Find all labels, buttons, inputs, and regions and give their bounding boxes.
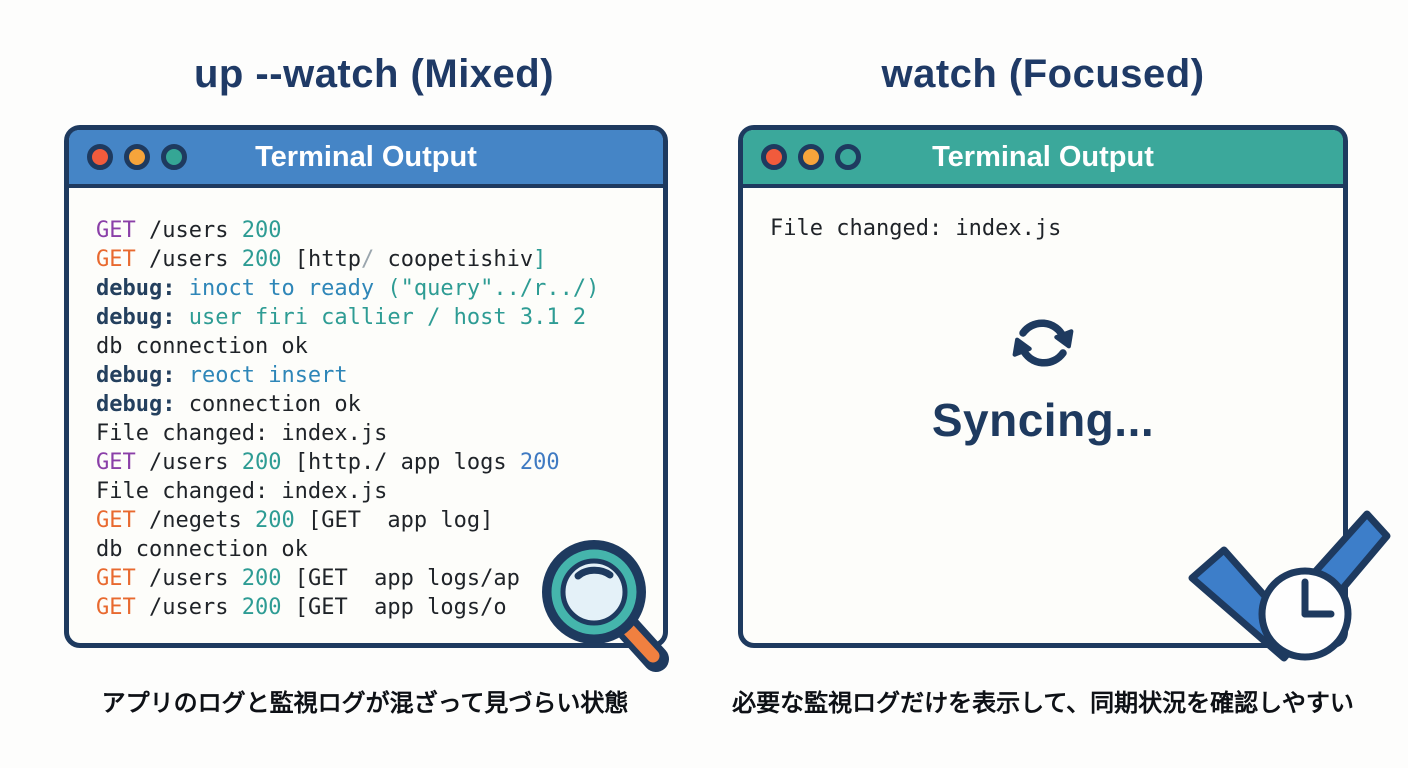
left-window-title: Terminal Output bbox=[255, 140, 477, 173]
log-line: GET /users 200 [GET app logs/ap bbox=[96, 566, 520, 591]
sync-arrows-icon bbox=[999, 303, 1087, 387]
log-line: File changed: index.js bbox=[96, 479, 388, 504]
file-changed-line: File changed: index.js bbox=[770, 216, 1062, 241]
red-dot-icon bbox=[87, 144, 113, 170]
right-window-title: Terminal Output bbox=[932, 140, 1154, 173]
syncing-status-label: Syncing... bbox=[931, 394, 1155, 446]
right-terminal-log-output: File changed: index.js Syncing... bbox=[743, 188, 1343, 447]
traffic-light-dots bbox=[761, 144, 861, 170]
red-dot-icon bbox=[761, 144, 787, 170]
log-line: db connection ok bbox=[96, 537, 308, 562]
orange-dot-icon bbox=[124, 144, 150, 170]
right-terminal-window: Terminal Output File changed: index.js S… bbox=[738, 125, 1348, 648]
log-line: GET /users 200 [http./ app logs 200 bbox=[96, 450, 560, 475]
right-section-title: watch (Focused) bbox=[881, 52, 1205, 96]
traffic-light-dots bbox=[87, 144, 187, 170]
log-line: debug: connection ok bbox=[96, 392, 361, 417]
check-clock-badge bbox=[1188, 510, 1391, 662]
log-line: GET /users 200 bbox=[96, 218, 282, 243]
log-line: debug: user firi callier / host 3.1 2 bbox=[96, 305, 587, 330]
log-line: db connection ok bbox=[96, 334, 308, 359]
magnifier-icon bbox=[542, 540, 669, 672]
right-terminal-titlebar: Terminal Output bbox=[743, 130, 1343, 188]
log-line: debug: inoct to ready ("query"../r../) bbox=[96, 276, 600, 301]
log-line: debug: reoct insert bbox=[96, 363, 348, 388]
log-line: File changed: index.js bbox=[96, 421, 388, 446]
log-line: GET /negets 200 [GET app log] bbox=[96, 508, 494, 533]
log-line: GET /users 200 [GET app logs/o bbox=[96, 595, 507, 620]
left-terminal-titlebar: Terminal Output bbox=[69, 130, 663, 188]
right-caption: 必要な監視ログだけを表示して、同期状況を確認しやすい bbox=[732, 690, 1354, 717]
log-line: GET /users 200 [http/ coopetishiv] bbox=[96, 247, 547, 272]
hollow-dot-icon bbox=[835, 144, 861, 170]
clock-icon bbox=[1258, 567, 1352, 661]
teal-dot-icon bbox=[161, 144, 187, 170]
orange-dot-icon bbox=[798, 144, 824, 170]
left-section-title: up --watch (Mixed) bbox=[193, 52, 555, 96]
left-caption: アプリのログと監視ログが混ざって見づらい状態 bbox=[101, 690, 629, 717]
checkmark-icon bbox=[1188, 510, 1391, 662]
